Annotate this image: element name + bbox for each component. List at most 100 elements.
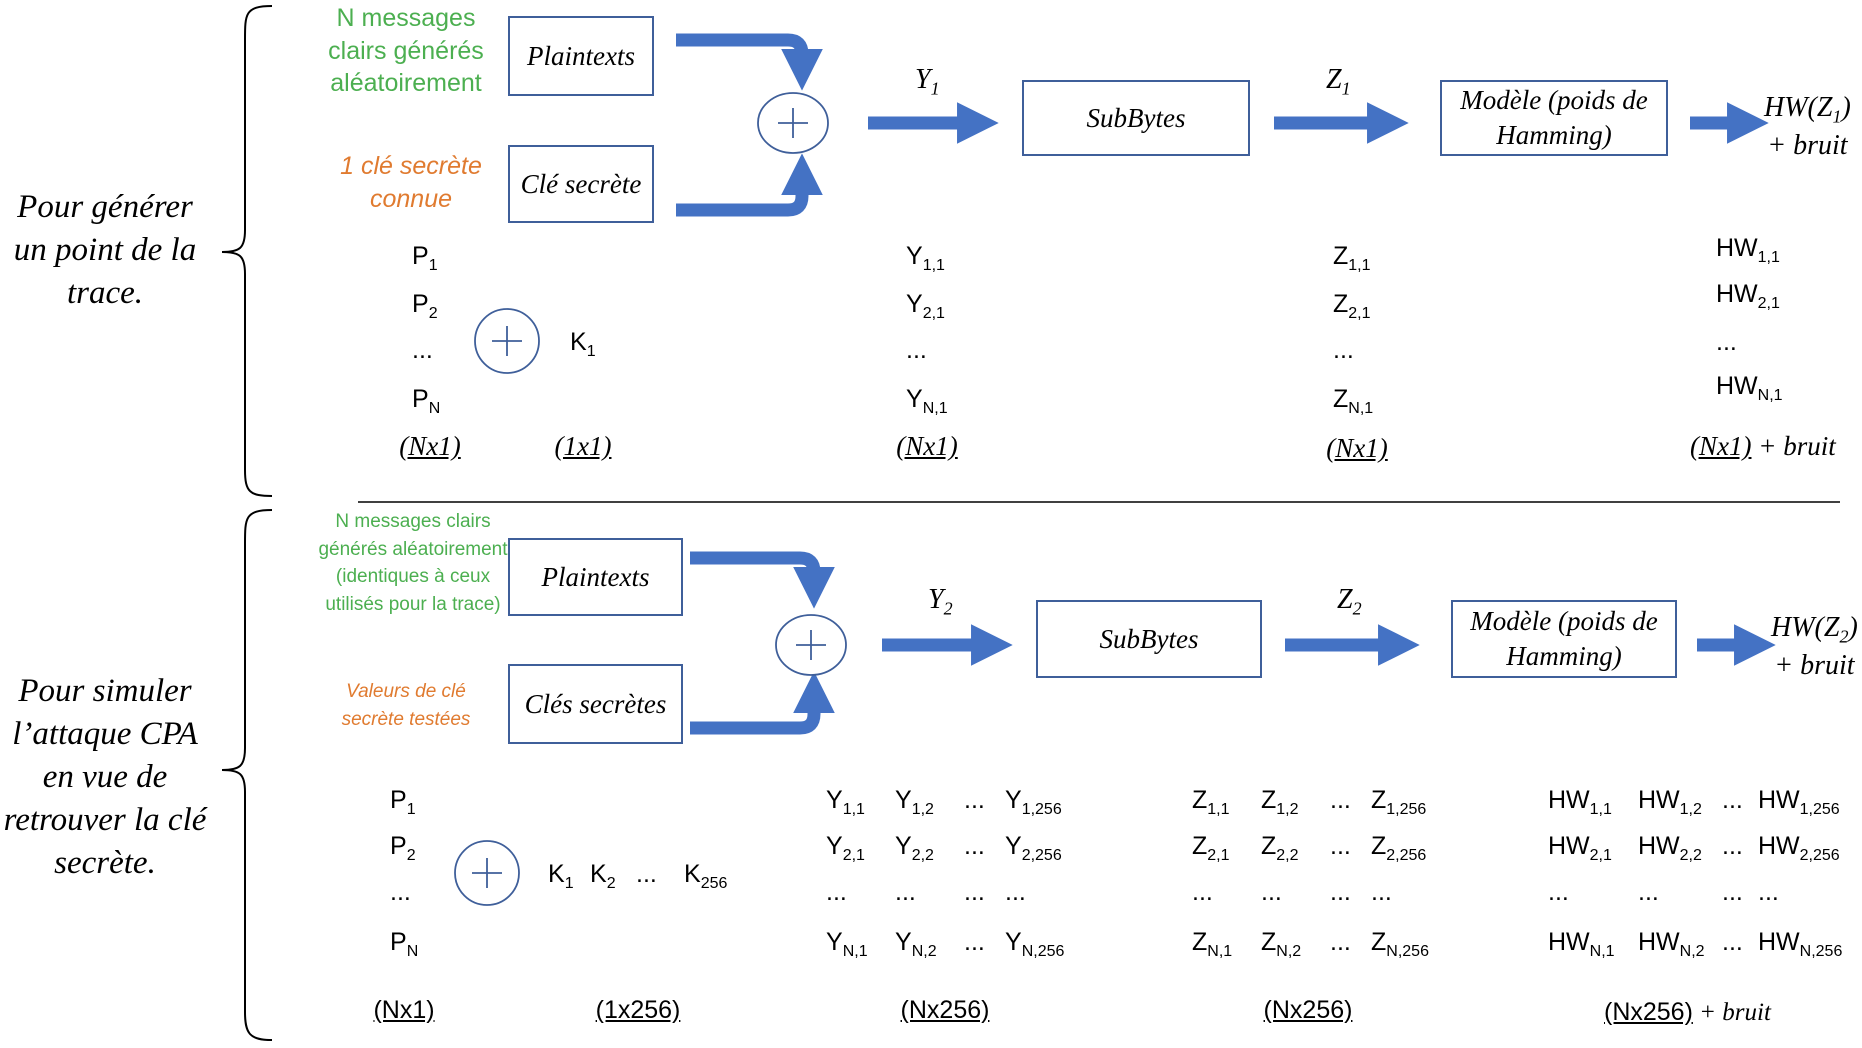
y-cell: Y2,1 bbox=[906, 290, 945, 322]
bottom-y-label: Y2 bbox=[928, 584, 953, 619]
hw-cell: HW2,1 bbox=[1548, 832, 1612, 864]
y-cell: ... bbox=[826, 878, 847, 906]
bottom-hw-output: HW(Z2)+ bruit bbox=[1771, 612, 1858, 682]
hw-cell: HWN,256 bbox=[1758, 928, 1843, 960]
y-cell: YN,1 bbox=[906, 385, 948, 417]
plaintext-cell: PN bbox=[412, 385, 441, 417]
hw-cell: HW2,1 bbox=[1716, 280, 1780, 312]
top-dim-p: (Nx1) bbox=[399, 431, 461, 461]
z-cell: Z2,1 bbox=[1192, 832, 1230, 864]
top-dim-y: (Nx1) bbox=[896, 431, 958, 461]
z-cell: Z2,1 bbox=[1333, 290, 1371, 322]
z-cell: ... bbox=[1371, 878, 1392, 906]
top-key-item: K1 bbox=[570, 328, 596, 360]
y-cell: Y2,2 bbox=[895, 832, 934, 864]
key-cell: K2 bbox=[590, 860, 616, 892]
key-cell: K1 bbox=[548, 860, 574, 892]
top-dim-hw: (Nx1) + bruit bbox=[1690, 431, 1836, 461]
hw-cell: HWN,1 bbox=[1716, 372, 1783, 404]
hw-cell: ... bbox=[1722, 786, 1743, 814]
top-key-box: Clé secrète bbox=[508, 145, 654, 223]
plaintext-cell: P1 bbox=[412, 242, 438, 274]
top-xor-icon bbox=[757, 92, 829, 154]
z-cell: ZN,1 bbox=[1192, 928, 1233, 960]
z-cell: Z1,1 bbox=[1333, 242, 1371, 274]
y-cell: ... bbox=[895, 878, 916, 906]
y-cell: Y2,256 bbox=[1005, 832, 1062, 864]
hw-cell: HW2,256 bbox=[1758, 832, 1840, 864]
top-plaintexts-note: N messages clairs générés aléatoirement bbox=[328, 4, 484, 97]
bottom-subbytes-box: SubBytes bbox=[1036, 600, 1262, 678]
z-cell: ... bbox=[1330, 832, 1351, 860]
top-brace bbox=[221, 5, 273, 497]
top-key-bend-arrow bbox=[676, 153, 823, 217]
z-cell: Z1,1 bbox=[1192, 786, 1230, 818]
z-cell: ZN,2 bbox=[1261, 928, 1302, 960]
z-cell: Z2,256 bbox=[1371, 832, 1427, 864]
plaintext-cell: ... bbox=[412, 336, 433, 364]
y-cell: YN,2 bbox=[895, 928, 937, 960]
top-hw-output: HW(Z1)+ bruit bbox=[1764, 92, 1851, 162]
hw-cell: HWN,1 bbox=[1548, 928, 1615, 960]
bottom-xor-icon bbox=[775, 614, 847, 676]
hw-cell: HW2,2 bbox=[1638, 832, 1702, 864]
plaintext-cell: ... bbox=[390, 878, 411, 906]
plaintext-cell: P1 bbox=[390, 786, 416, 818]
bottom-plaintexts-note: N messages clairs générés aléatoirement … bbox=[318, 511, 508, 615]
hw-cell: ... bbox=[1758, 878, 1779, 906]
bottom-key-note: Valeurs de clé secrète testées bbox=[341, 681, 471, 730]
top-subbytes-box: SubBytes bbox=[1022, 80, 1250, 156]
y-cell: YN,1 bbox=[826, 928, 868, 960]
y-cell: YN,256 bbox=[1005, 928, 1065, 960]
hw-cell: HW1,256 bbox=[1758, 786, 1840, 818]
z-cell: ... bbox=[1261, 878, 1282, 906]
hw-cell: ... bbox=[1716, 328, 1737, 356]
y-cell: ... bbox=[964, 928, 985, 956]
bottom-dim-y: (Nx256) bbox=[900, 996, 990, 1024]
z-cell: Z1,2 bbox=[1261, 786, 1299, 818]
bottom-z-label: Z2 bbox=[1337, 584, 1362, 619]
key-cell: K256 bbox=[684, 860, 728, 892]
y-cell: ... bbox=[906, 336, 927, 364]
bottom-brace bbox=[221, 509, 273, 1041]
hw-cell: ... bbox=[1722, 832, 1743, 860]
y-cell: Y1,256 bbox=[1005, 786, 1062, 818]
y-cell: Y1,1 bbox=[826, 786, 865, 818]
bottom-plaintexts-bend-arrow bbox=[690, 551, 835, 609]
hw-cell: ... bbox=[1548, 878, 1569, 906]
hw-cell: ... bbox=[1722, 928, 1743, 956]
z-cell: ZN,1 bbox=[1333, 385, 1374, 417]
plaintext-cell: PN bbox=[390, 928, 419, 960]
hw-cell: HWN,2 bbox=[1638, 928, 1705, 960]
plaintext-cell: P2 bbox=[412, 290, 438, 322]
bottom-model-box: Modèle (poids de Hamming) bbox=[1451, 600, 1677, 678]
bottom-plaintexts-box: Plaintexts bbox=[508, 538, 683, 616]
y-cell: Y1,2 bbox=[895, 786, 934, 818]
y-cell: Y1,1 bbox=[906, 242, 945, 274]
bottom-dim-k: (1x256) bbox=[595, 996, 681, 1024]
bottom-side-label: Pour simuler l’attaque CPA en vue de ret… bbox=[3, 673, 207, 881]
hw-cell: HW1,1 bbox=[1548, 786, 1612, 818]
top-plaintexts-bend-arrow bbox=[676, 33, 823, 91]
top-z-label: Z1 bbox=[1326, 64, 1351, 99]
top-side-label: Pour générer un point de la trace. bbox=[13, 189, 197, 311]
top-matrix-xor-icon bbox=[474, 308, 540, 374]
bottom-key-bend-arrow bbox=[690, 671, 835, 735]
hw-cell: HW1,2 bbox=[1638, 786, 1702, 818]
hw-cell: ... bbox=[1638, 878, 1659, 906]
z-cell: ... bbox=[1330, 928, 1351, 956]
bottom-dim-p: (Nx1) bbox=[373, 996, 435, 1024]
bottom-key-box: Clés secrètes bbox=[508, 664, 683, 744]
y-cell: Y2,1 bbox=[826, 832, 865, 864]
bottom-dim-z: (Nx256) bbox=[1263, 996, 1353, 1024]
z-cell: ... bbox=[1330, 786, 1351, 814]
y-cell: ... bbox=[1005, 878, 1026, 906]
top-key-note: 1 clé secrète connue bbox=[340, 152, 482, 213]
hw-cell: HW1,1 bbox=[1716, 234, 1780, 266]
z-cell: ... bbox=[1330, 878, 1351, 906]
z-cell: ZN,256 bbox=[1371, 928, 1429, 960]
y-cell: ... bbox=[964, 878, 985, 906]
z-cell: ... bbox=[1333, 336, 1354, 364]
top-dim-k: (1x1) bbox=[554, 431, 612, 461]
